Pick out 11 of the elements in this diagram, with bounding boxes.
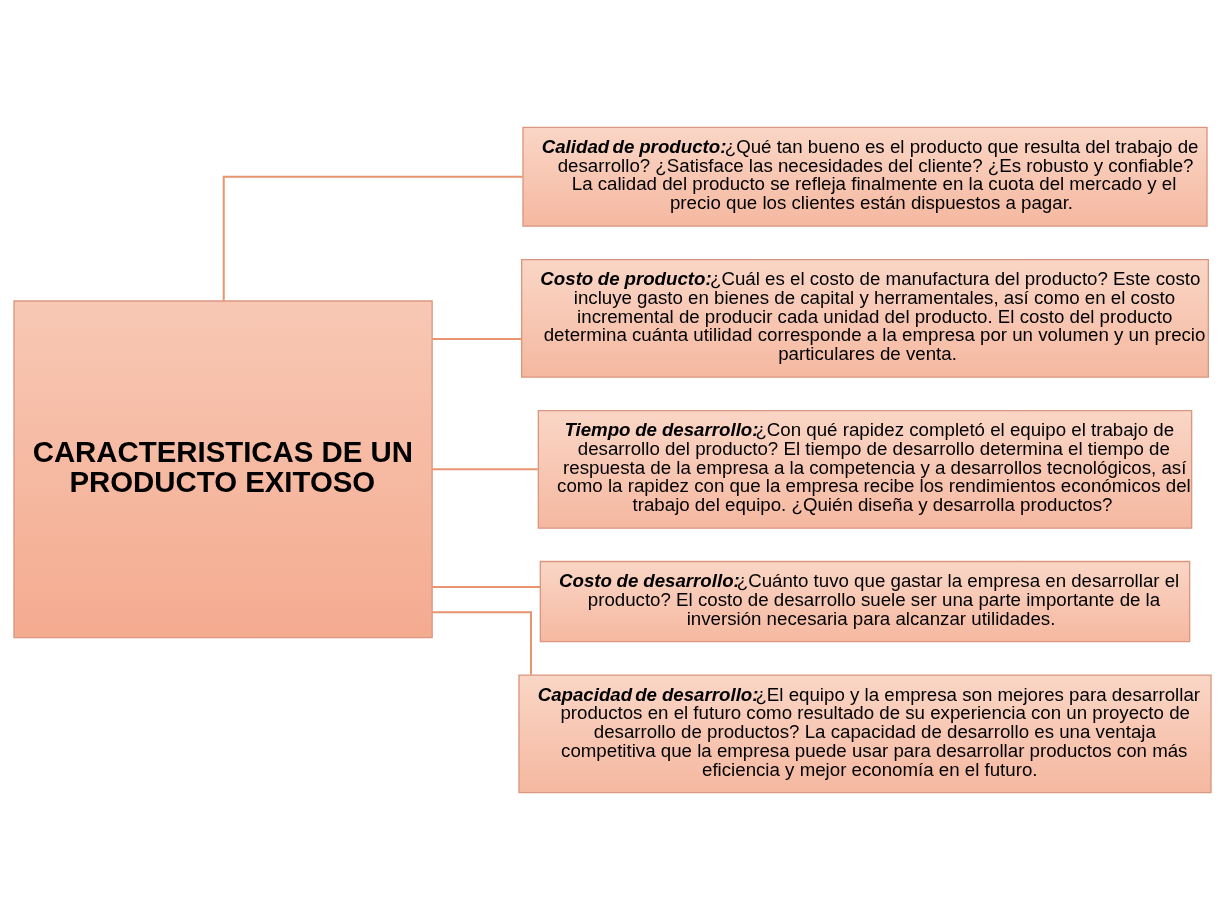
connector	[222, 175, 524, 302]
node-box: Capacidad de desarrollo:¿El equipo y la empresa son mejores para desarrollar productos en el futuro como resultado de su experiencia con un proyecto de desarrollo de productos? La capacidad de desarrollo es una ventaja competitiva que la empresa puede usar para desarrollar productos con más eficiencia y mejor economía en el futuro.	[518, 673, 1212, 793]
node-box: CARACTERISTICAS DE UN PRODUCTO EXITOSO	[13, 299, 433, 638]
node-box: Tiempo de desarrollo:¿Con qué rapidez completó el equipo el trabajo de desarrollo del producto? El tiempo de desarrollo determina el tiempo de respuesta de la empresa a la competencia y a desarrollos tecnológicos, así como la rapidez con que la empresa recibe los rendimientos económicos del trabajo del equipo. ¿Quién diseña y desarrolla productos?	[537, 409, 1193, 529]
connector	[431, 467, 539, 470]
node-box: Costo de desarrollo:¿Cuánto tuvo que gastar la empresa en desarrollar el producto? El costo de desarrollo suele ser una parte importante de la inversión necesaria para alcanzar utilidades.	[539, 560, 1191, 642]
connector	[431, 585, 542, 588]
connector	[431, 337, 523, 340]
connector	[431, 610, 532, 676]
node-box: Calidad de producto:¿Qué tan bueno es el producto que resulta del trabajo de desarrollo? ¿Satisface las necesidades del cliente? ¿Es robusto y confiable? La calidad del producto se refleja finalmente en la cuota del mercado y el precio que los clientes están dispuestos a pagar.	[522, 126, 1208, 227]
node-box: Costo de producto:¿Cuál es el costo de manufactura del producto? Este costo incluye gasto en bienes de capital y herramentales, así como en el costo incremental de producir cada unidad del producto. El costo del producto determina cuánta utilidad corresponde a la empresa por un volumen y un precio particulares de venta.	[521, 258, 1209, 378]
